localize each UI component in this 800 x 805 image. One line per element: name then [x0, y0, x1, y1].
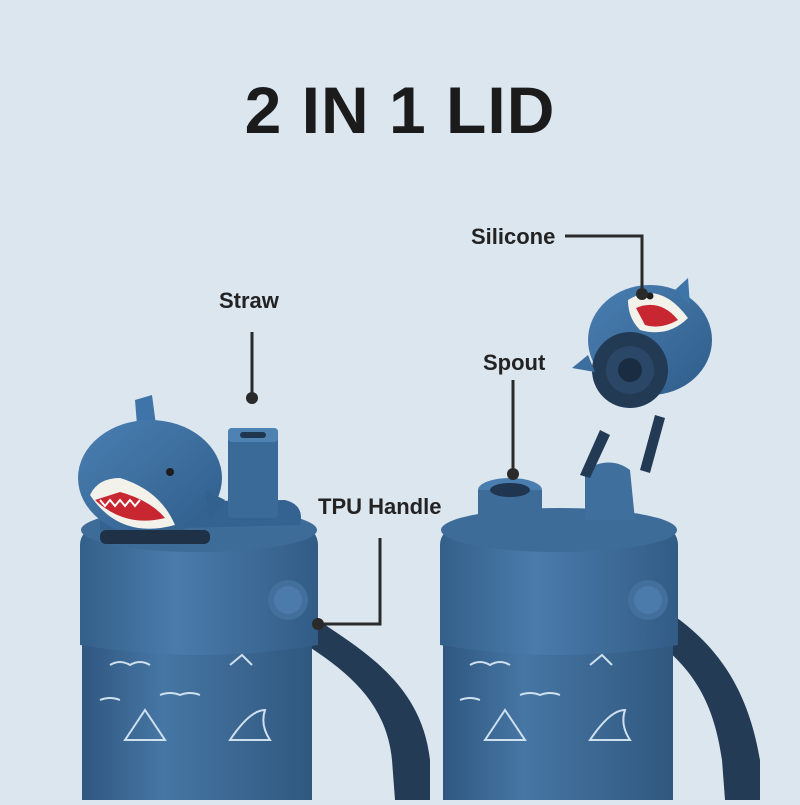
left-shark-icon	[78, 395, 225, 544]
callout-lines	[250, 234, 644, 626]
callout-straw-label: Straw	[219, 288, 279, 313]
straw-tube	[228, 428, 278, 518]
callout-tpu-handle-label: TPU Handle	[318, 494, 442, 519]
callout-spout-label: Spout	[483, 350, 546, 375]
right-bottle	[440, 278, 760, 805]
right-lid	[440, 525, 678, 655]
callout-dots	[246, 288, 648, 630]
callout-silicone-label: Silicone	[471, 224, 556, 249]
right-tpu-handle-strap	[635, 600, 760, 800]
left-bottle-body	[82, 640, 312, 805]
right-body-pattern	[459, 653, 632, 741]
left-lid	[80, 525, 318, 655]
left-body-pattern	[99, 653, 272, 741]
boat-icon	[589, 653, 613, 666]
right-bottle-body	[443, 640, 673, 805]
right-silicone-shark-icon	[572, 278, 712, 408]
left-tpu-handle-strap	[275, 600, 430, 800]
page-title: 2 IN 1 LID	[244, 73, 556, 147]
shark-fin-icon	[123, 708, 167, 741]
fin-icon	[228, 708, 272, 741]
left-bottle	[78, 395, 430, 805]
